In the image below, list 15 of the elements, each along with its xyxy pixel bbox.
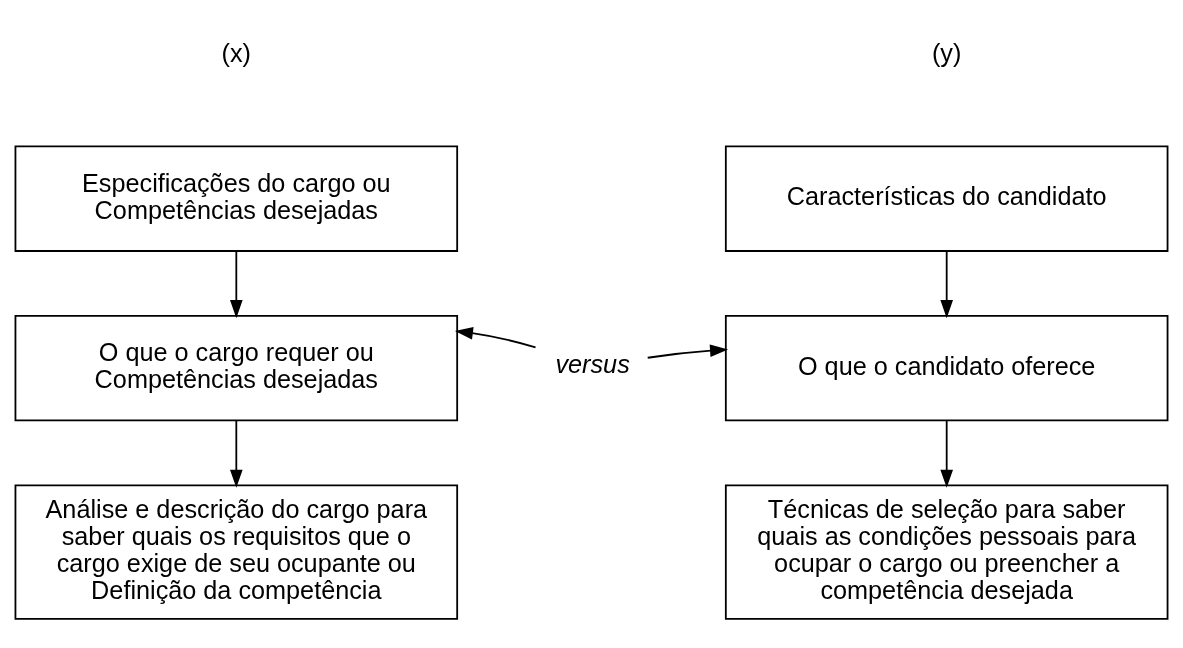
arrow bbox=[230, 419, 243, 488]
node-text: versus bbox=[555, 350, 630, 379]
node-box: Especificações do cargo ou Competências desejadas bbox=[14, 145, 459, 252]
arrow bbox=[230, 250, 243, 319]
node-box: Características do candidato bbox=[724, 145, 1169, 252]
node-box: O que o candidato oferece bbox=[724, 315, 1169, 422]
label: (x) bbox=[221, 39, 252, 68]
arrow bbox=[940, 419, 953, 488]
arrow bbox=[454, 327, 537, 349]
arrow bbox=[646, 344, 729, 359]
node-box: Técnicas de seleção para saber quais as condições pessoais para ocupar o cargo ou preencher a competência desejada bbox=[724, 484, 1169, 620]
node-box: Análise e descrição do cargo para saber quais os requisitos que o cargo exige de seu ocupante ou Definição da competência bbox=[14, 484, 459, 620]
arrow bbox=[940, 250, 953, 319]
node-box: O que o cargo requer ou Competências desejadas bbox=[14, 315, 459, 422]
label: (y) bbox=[931, 39, 962, 68]
